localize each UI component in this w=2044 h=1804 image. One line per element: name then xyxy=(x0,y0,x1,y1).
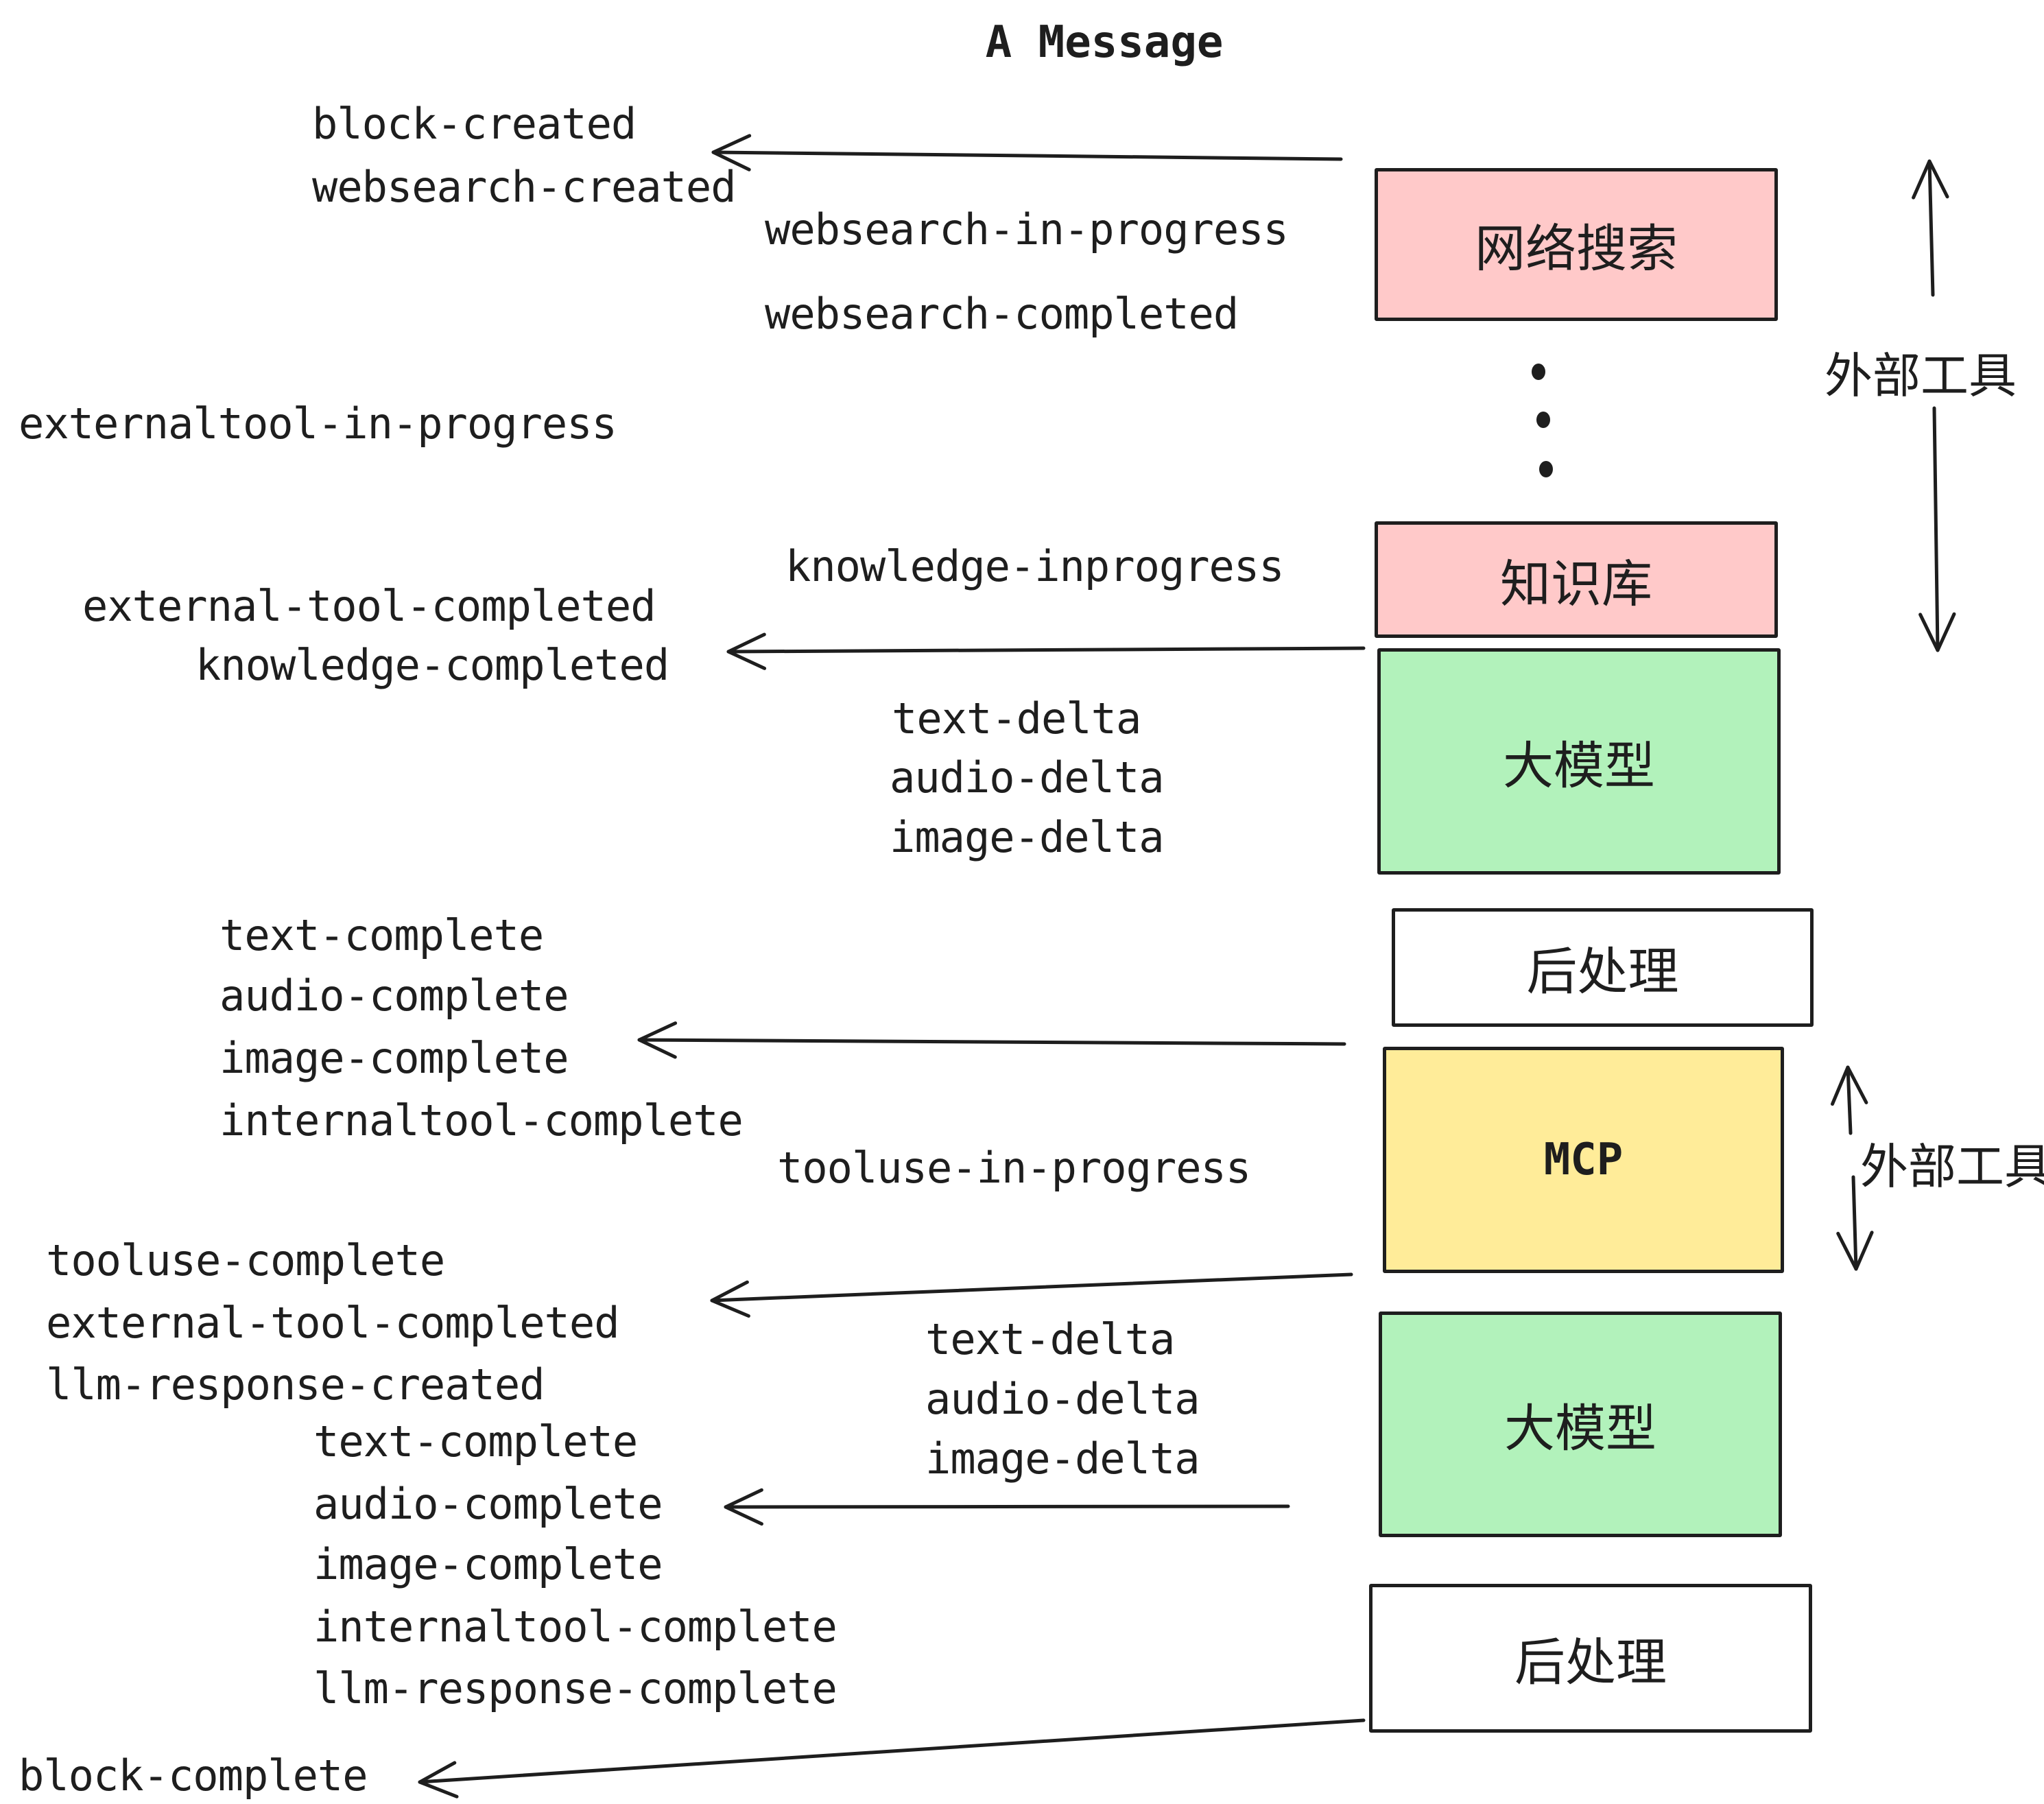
event-label-tooluse-complete: tooluse-complete xyxy=(46,1235,445,1285)
arrowhead-to-audio-complete-2 xyxy=(724,1488,763,1526)
arrow-external-tools-1-up xyxy=(1912,159,1949,297)
arrow-to-audio-complete-2 xyxy=(724,1488,1290,1526)
stage-box-label-websearch: 网络搜索 xyxy=(1475,220,1678,277)
arrowhead-to-block-complete xyxy=(418,1761,459,1799)
event-label-image-complete-1: image-complete xyxy=(219,1033,569,1083)
stage-box-postproc-1: 后处理 xyxy=(1392,908,1814,1027)
arrowhead-external-tools-2-down xyxy=(1836,1231,1874,1271)
event-label-websearch-in-progress: websearch-in-progress xyxy=(765,204,1289,254)
arrowhead-to-block-created xyxy=(711,134,752,171)
event-label-knowledge-inprogress: knowledge-inprogress xyxy=(785,541,1285,591)
stage-box-label-postproc-2: 后处理 xyxy=(1514,1634,1667,1691)
event-label-text-delta-2: text-delta xyxy=(925,1314,1175,1364)
ellipsis-dot-1 xyxy=(1532,364,1545,380)
ellipsis-dot-2 xyxy=(1536,412,1550,428)
arrowhead-to-tooluse-complete xyxy=(710,1280,750,1318)
diagram-title: A Message xyxy=(985,17,1224,68)
arrow-external-tools-1-down xyxy=(1918,406,1956,652)
event-label-text-complete-1: text-complete xyxy=(219,910,544,960)
event-label-llm-response-created: llm-response-created xyxy=(46,1360,545,1410)
arrow-to-knowledge-completed xyxy=(726,632,1366,670)
stage-box-mcp: MCP xyxy=(1383,1047,1784,1273)
event-label-block-complete: block-complete xyxy=(19,1750,368,1801)
arrow-to-tooluse-complete xyxy=(710,1272,1353,1318)
event-label-text-complete-2: text-complete xyxy=(313,1416,638,1467)
event-label-audio-delta-2: audio-delta xyxy=(925,1374,1200,1424)
stage-box-postproc-2: 后处理 xyxy=(1369,1584,1812,1733)
event-label-external-tool-completed-2: external-tool-completed xyxy=(46,1298,620,1348)
stage-box-label-llm-2: 大模型 xyxy=(1504,1400,1656,1457)
arrowhead-external-tools-1-down xyxy=(1918,612,1956,652)
event-label-external-tool-completed-1: external-tool-completed xyxy=(82,581,656,631)
event-label-audio-complete-2: audio-complete xyxy=(313,1479,663,1529)
event-label-knowledge-completed: knowledge-completed xyxy=(195,640,669,690)
event-label-llm-response-complete: llm-response-complete xyxy=(313,1663,837,1713)
ellipsis-dot-3 xyxy=(1539,461,1553,477)
arrow-to-image-complete-1 xyxy=(637,1021,1346,1059)
event-label-internaltool-complete-2: internaltool-complete xyxy=(313,1602,837,1652)
event-label-image-delta-2: image-delta xyxy=(925,1434,1200,1484)
event-label-tooluse-in-progress: tooluse-in-progress xyxy=(777,1143,1251,1193)
event-label-internaltool-complete-1: internaltool-complete xyxy=(219,1095,744,1146)
stage-box-label-llm-1: 大模型 xyxy=(1503,737,1655,794)
stage-box-label-postproc-1: 后处理 xyxy=(1526,943,1679,1000)
arrowhead-to-image-complete-1 xyxy=(637,1021,678,1059)
event-label-websearch-created: websearch-created xyxy=(312,162,737,212)
event-label-block-created: block-created xyxy=(312,99,637,149)
event-label-text-delta-1: text-delta xyxy=(892,693,1141,744)
stage-box-label-mcp: MCP xyxy=(1543,1135,1624,1185)
arrowhead-external-tools-2-up xyxy=(1831,1065,1868,1106)
stage-box-knowledge: 知识库 xyxy=(1375,521,1778,638)
arrowhead-external-tools-1-up xyxy=(1912,159,1949,200)
arrowhead-to-knowledge-completed xyxy=(726,632,767,670)
stage-box-label-knowledge: 知识库 xyxy=(1500,555,1652,613)
side-label-external-tools-2: 外部工具 xyxy=(1860,1140,2044,1194)
event-label-websearch-completed: websearch-completed xyxy=(765,289,1239,339)
arrow-to-block-complete xyxy=(418,1718,1366,1799)
arrow-to-block-created xyxy=(711,134,1343,171)
event-label-image-complete-2: image-complete xyxy=(313,1539,663,1589)
stage-box-llm-1: 大模型 xyxy=(1377,648,1781,875)
arrow-external-tools-2-up xyxy=(1831,1065,1868,1135)
side-label-external-tools-1: 外部工具 xyxy=(1825,349,2017,403)
stage-box-websearch: 网络搜索 xyxy=(1375,168,1778,321)
stage-box-llm-2: 大模型 xyxy=(1379,1312,1782,1537)
event-label-audio-complete-1: audio-complete xyxy=(219,971,569,1021)
event-label-externaltool-in-progress: externaltool-in-progress xyxy=(19,399,617,449)
event-label-image-delta-1: image-delta xyxy=(890,812,1165,862)
arrow-external-tools-2-down xyxy=(1836,1175,1874,1271)
event-label-audio-delta-1: audio-delta xyxy=(890,752,1165,803)
